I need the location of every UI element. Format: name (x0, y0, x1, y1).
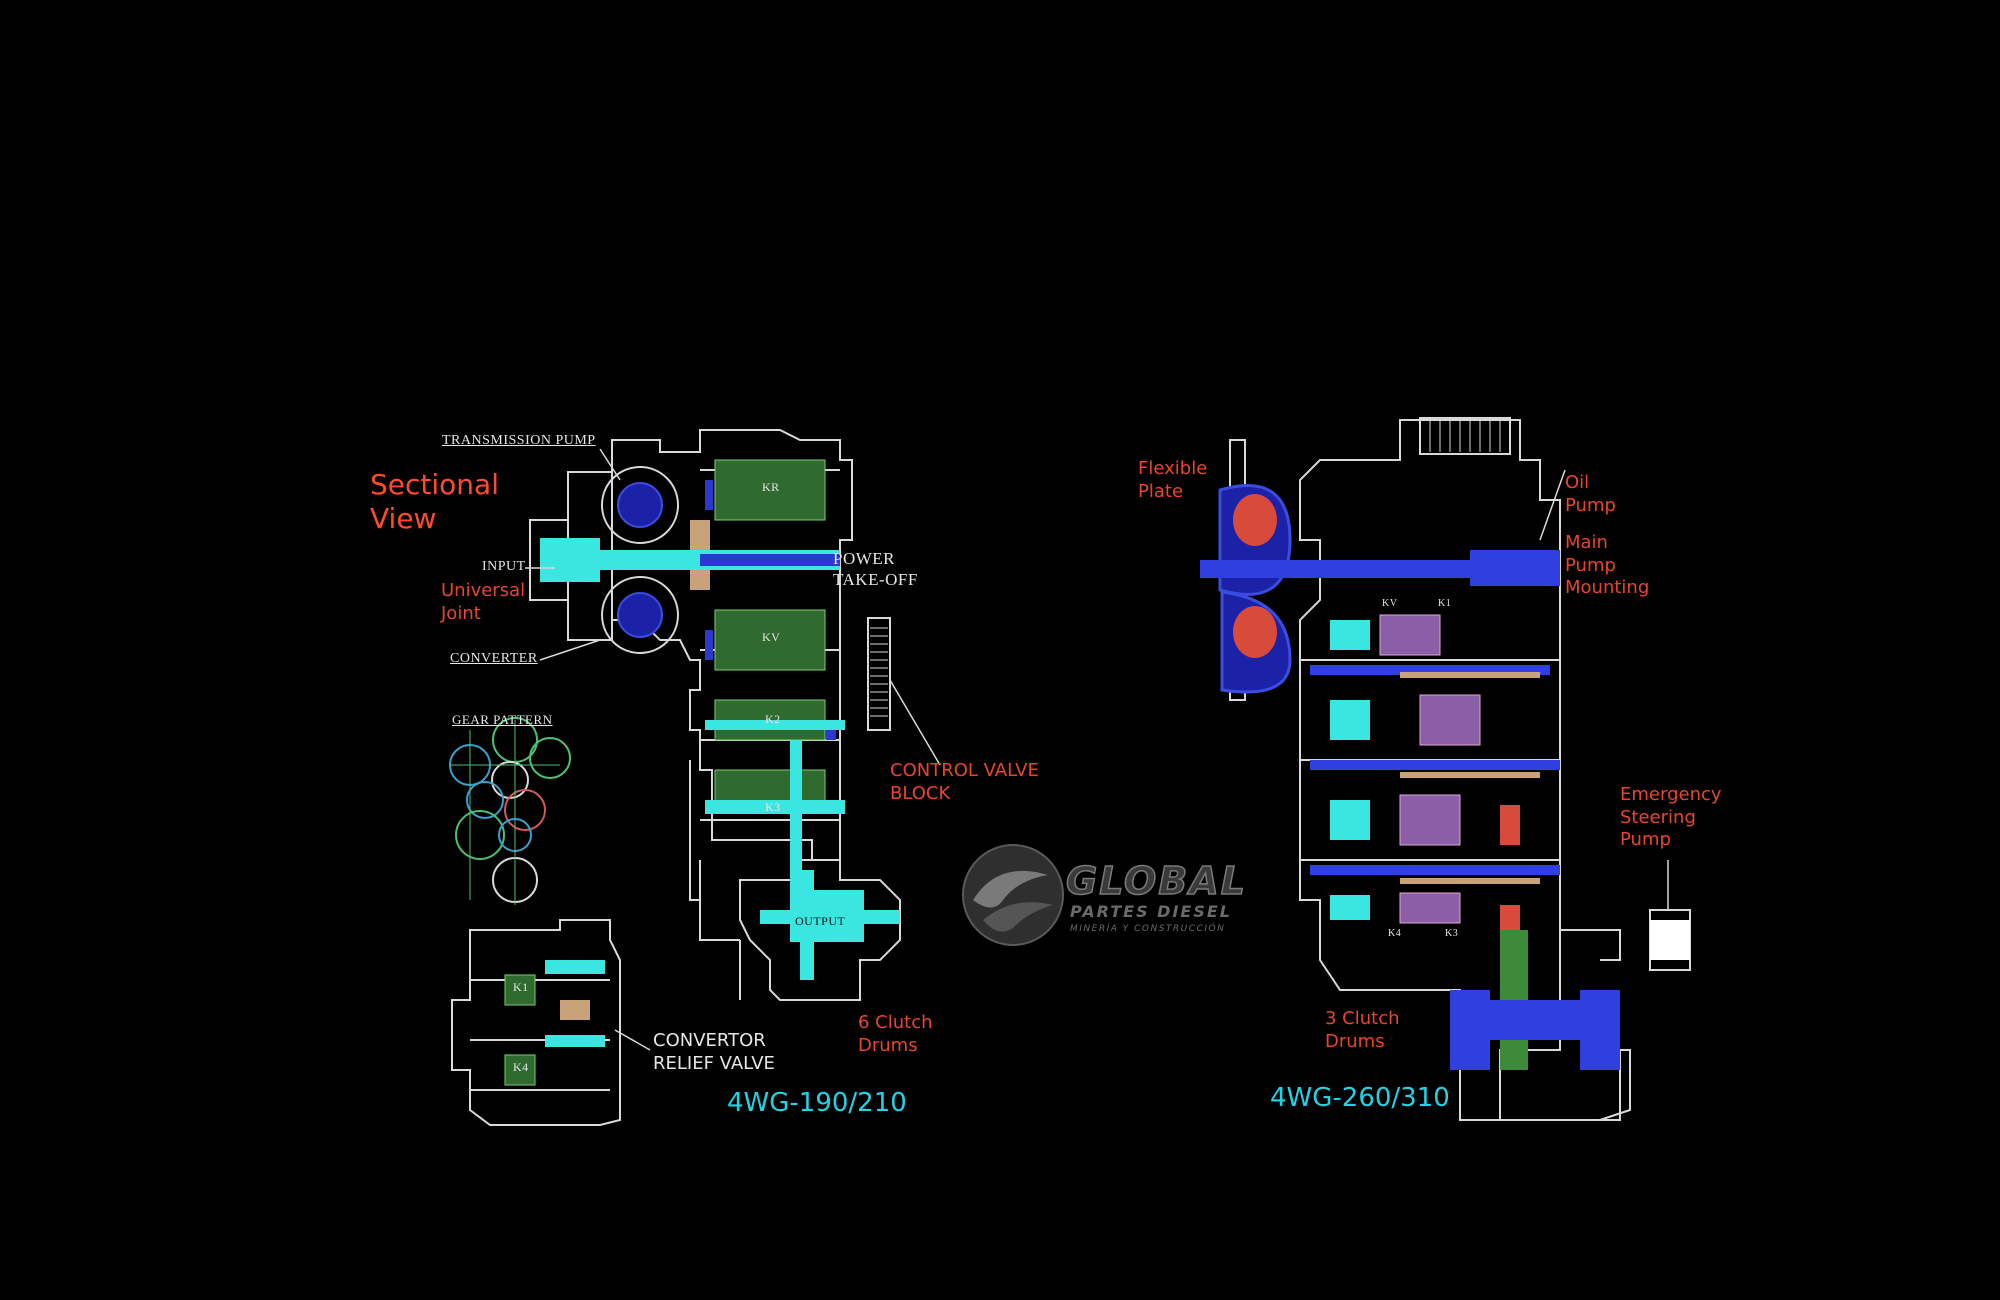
logo-line2: PARTES DIESEL (1070, 902, 1232, 921)
logo-line3: MINERÍA Y CONSTRUCCIÓN (1070, 924, 1226, 934)
label-oil-pump: Oil Pump (1565, 472, 1616, 516)
label-output: OUTPUT (795, 914, 846, 928)
clutch-label-kv: KV (762, 630, 781, 644)
label-gear-pattern: GEAR PATTERN (452, 712, 553, 727)
clutch-label-right-k4: K4 (1388, 928, 1402, 939)
logo-name: GLOBAL (1065, 858, 1247, 903)
label-universal-joint: Universal Joint (441, 580, 526, 624)
clutch-label-right-k1: K1 (1438, 598, 1452, 609)
model-4wg-260-310: 4WG-260/310 (1270, 1083, 1450, 1113)
clutch-label-right-kv: KV (1382, 598, 1398, 609)
clutch-label-kr: KR (762, 480, 780, 494)
label-flexible-plate: Flexible Plate (1138, 458, 1208, 502)
label-input: INPUT (482, 559, 526, 574)
label-control-valve-block: CONTROL VALVE BLOCK (890, 760, 1039, 804)
clutch-label-k2: K2 (765, 712, 781, 726)
logo: GLOBAL PARTES DIESEL MINERÍA Y CONSTRUCC… (958, 840, 1246, 950)
label-main-pump-mounting: Main Pump Mounting (1565, 532, 1650, 598)
clutch-label-k4: K4 (513, 1060, 529, 1074)
sectional-view-heading: Sectional View (370, 468, 499, 535)
clutch-label-right-k3: K3 (1445, 928, 1459, 939)
label-convertor-relief-valve: CONVERTOR RELIEF VALVE (653, 1030, 775, 1074)
model-4wg-190-210: 4WG-190/210 (727, 1088, 907, 1118)
logo-swoosh-icon (962, 844, 1064, 946)
label-transmission-pump: TRANSMISSION PUMP (442, 433, 596, 448)
label-6-clutch-drums: 6 Clutch Drums (858, 1012, 933, 1056)
label-converter: CONVERTER (450, 651, 538, 666)
clutch-label-k3: K3 (765, 800, 781, 814)
label-emergency-steering-pump: Emergency Steering Pump (1620, 784, 1722, 850)
clutch-label-k1: K1 (513, 980, 529, 994)
label-3-clutch-drums: 3 Clutch Drums (1325, 1008, 1400, 1052)
label-power-take-off: POWER TAKE-OFF (833, 549, 918, 590)
